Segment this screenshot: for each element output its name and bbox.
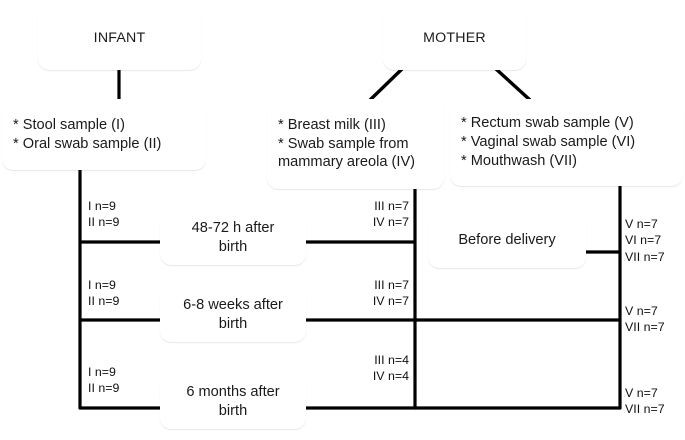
node-mother-samples-swabs[interactable]: * Rectum swab sample (V) * Vaginal swab … [450,99,683,186]
node-infant-header[interactable]: INFANT [38,6,201,70]
annotation-milk-timepoint-1: III n=7 IV n=7 [352,198,409,231]
annotation-infant-timepoint-3: I n=9 II n=9 [88,364,119,397]
annotation-swabs-timepoint-2: V n=7 VII n=7 [625,303,665,336]
timepoint-line: birth [218,239,248,255]
annotation-infant-timepoint-1: I n=9 II n=9 [88,198,119,231]
node-infant-samples-text: * Stool sample (I) * Oral swab sample (I… [2,116,206,153]
count-line: III n=7 [374,199,409,213]
node-mother-samples-milk[interactable]: * Breast milk (III) * Swab sample from m… [267,99,444,189]
count-line: V n=7 [625,217,658,231]
node-timepoint-6-months[interactable]: 6 months after birth [160,375,306,429]
annotation-milk-timepoint-2: III n=7 IV n=7 [352,277,409,310]
count-line: IV n=4 [372,369,409,384]
node-mother-samples-milk-text: * Breast milk (III) * Swab sample from m… [267,116,444,172]
count-line: V n=7 [625,304,658,318]
count-line: I n=9 [88,365,116,379]
count-line: IV n=7 [372,294,409,309]
count-line: VI n=7 [625,233,662,248]
count-line: V n=7 [625,386,658,400]
sample-line: * Rectum swab sample (V) [461,115,634,132]
count-line: VII n=7 [625,249,665,264]
annotation-swabs-before-delivery: V n=7 VI n=7 VII n=7 [625,216,665,265]
annotation-milk-timepoint-3: III n=4 IV n=4 [352,352,409,385]
edge-mother-diagonal-left [368,67,404,102]
timepoint-line: 6 months after [186,384,280,401]
sample-line: * Oral swab sample (II) [13,135,162,152]
annotation-infant-timepoint-2: I n=9 II n=9 [88,277,119,310]
node-timepoint-6-months-text: 6 months after birth [160,383,306,420]
count-line: II n=9 [88,381,120,396]
sample-line: * Stool sample (I) [13,116,125,133]
node-timepoint-48-72h[interactable]: 48-72 h after birth [160,211,306,265]
node-timepoint-48-72h-text: 48-72 h after birth [160,219,306,256]
sample-line: * Breast milk (III) [278,116,386,133]
count-line: III n=7 [374,278,409,292]
count-line: I n=9 [88,199,116,213]
node-before-delivery-text: Before delivery [458,232,556,249]
count-line: VII n=7 [625,402,665,417]
timepoint-line: birth [218,316,248,332]
node-infant-header-label: INFANT [93,29,146,46]
edge-mother-diagonal-right [494,67,532,102]
timepoint-line: 48-72 h after [191,220,275,237]
node-before-delivery[interactable]: Before delivery [428,213,586,268]
sample-line: * Mouthwash (VII) [461,152,577,169]
node-mother-header-label: MOTHER [423,29,486,46]
node-timepoint-6-8-weeks[interactable]: 6-8 weeks after birth [160,288,306,342]
node-infant-samples[interactable]: * Stool sample (I) * Oral swab sample (I… [2,99,206,170]
annotation-swabs-timepoint-3: V n=7 VII n=7 [625,385,665,418]
count-line: I n=9 [88,278,116,292]
timepoint-line: 6-8 weeks after [183,297,283,314]
count-line: III n=4 [374,353,409,367]
node-mother-samples-swabs-text: * Rectum swab sample (V) * Vaginal swab … [450,114,683,170]
count-line: IV n=7 [372,215,409,230]
count-line: II n=9 [88,215,120,230]
sample-line: mammary areola (IV) [278,154,416,171]
sample-line: * Swab sample from [278,135,409,152]
count-line: II n=9 [88,294,120,309]
count-line: VII n=7 [625,320,665,335]
timepoint-line: birth [218,403,248,419]
sample-line: * Vaginal swab sample (VI) [461,134,636,151]
node-mother-header[interactable]: MOTHER [383,6,526,70]
node-timepoint-6-8-weeks-text: 6-8 weeks after birth [160,296,306,333]
